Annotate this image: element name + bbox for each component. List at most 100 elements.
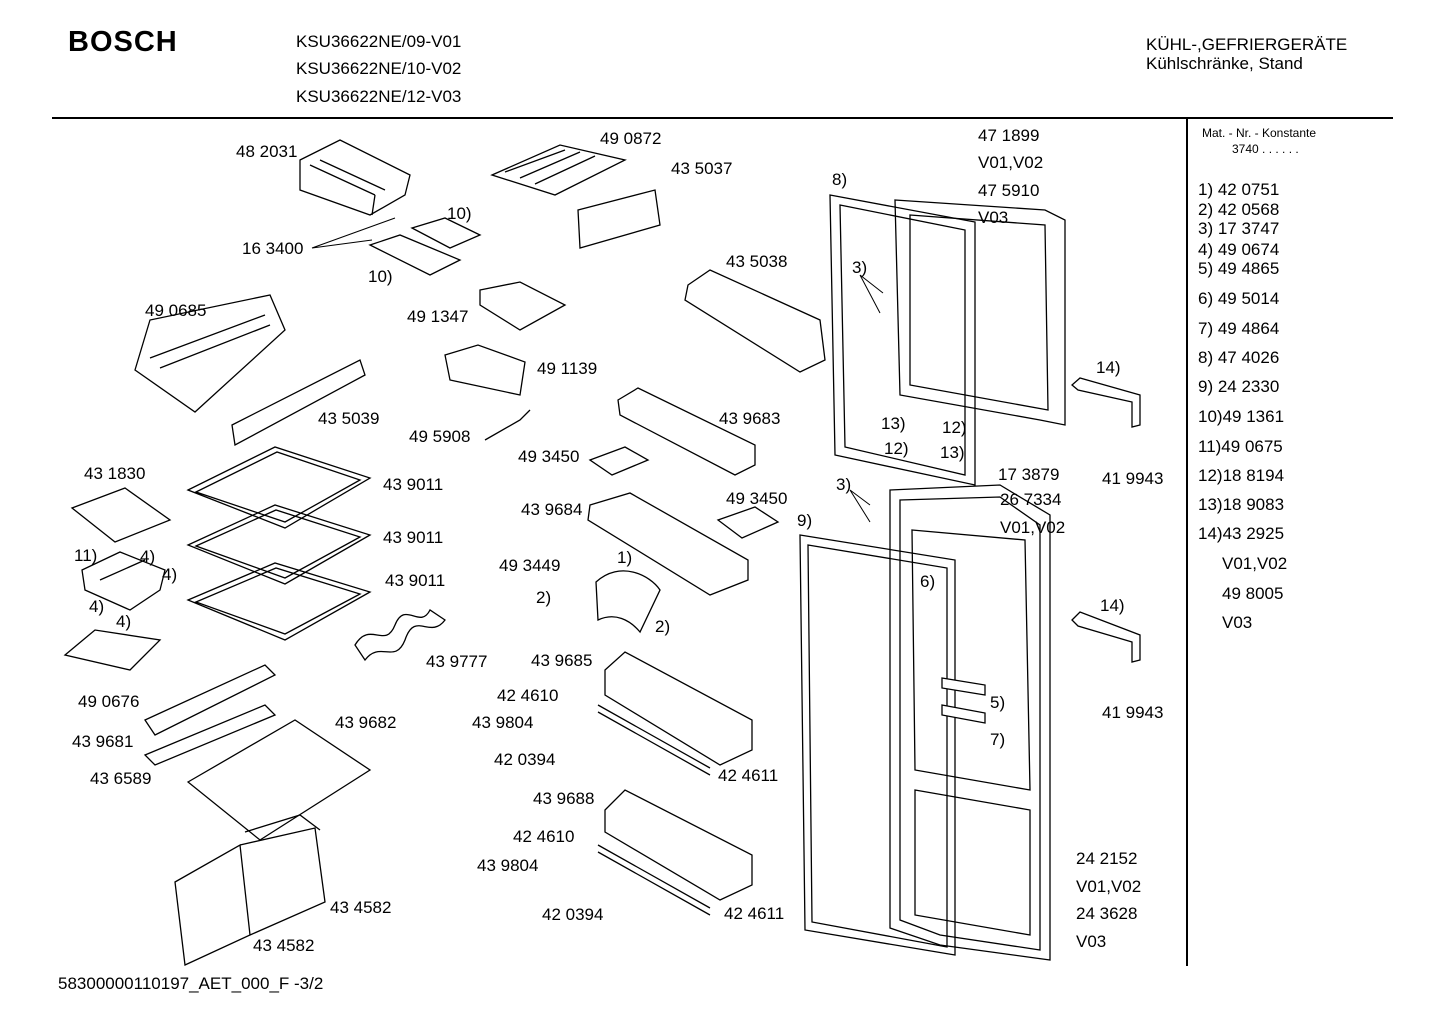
part-callout: V03 — [1076, 932, 1107, 951]
part-number-item: 13)18 9083 — [1198, 495, 1285, 514]
part-callout: 43 9684 — [521, 500, 583, 519]
crisper-rail — [143, 664, 277, 766]
part-callout: 43 9804 — [477, 856, 539, 875]
part-callout: 43 4582 — [253, 936, 315, 955]
model-number: KSU36622NE/10-V02 — [296, 59, 462, 78]
header-divider — [52, 117, 1393, 119]
part-callout: 42 4610 — [497, 686, 559, 705]
part-callout: 17 3879 — [998, 465, 1060, 484]
freezer-gasket — [829, 194, 976, 486]
part-number-item: 8) 47 4026 — [1198, 348, 1280, 367]
part-callout: 43 9685 — [531, 651, 593, 670]
part-callout: 43 5037 — [671, 159, 733, 178]
part-callout: 42 4610 — [513, 827, 575, 846]
small-tray — [479, 281, 567, 331]
part-callout: V01,V02 — [1000, 518, 1066, 537]
part-callout: V03 — [978, 208, 1009, 227]
fridge-gasket — [799, 534, 956, 956]
bottle-shelf — [617, 387, 756, 476]
cover-flap — [595, 570, 661, 634]
part-callout: 49 3450 — [518, 447, 580, 466]
part-callout: 49 1347 — [407, 307, 469, 326]
part-callout: 11) — [74, 546, 98, 565]
bottle-rack — [354, 609, 446, 662]
part-callout: 49 5908 — [409, 427, 471, 446]
part-number-item: V03 — [1222, 613, 1253, 632]
crisper-cover — [186, 719, 372, 841]
part-callout: 43 9683 — [719, 409, 781, 428]
part-callout: 43 4582 — [330, 898, 392, 917]
cover-panel — [577, 189, 661, 249]
part-callout: 24 2152 — [1076, 849, 1138, 868]
category-title: KÜHL-,GEFRIERGERÄTE — [1146, 35, 1348, 54]
part-number-item: 49 8005 — [1222, 584, 1284, 603]
part-callout: 4) — [162, 565, 178, 584]
part-callout: 16 3400 — [242, 239, 304, 258]
part-callout: 41 9943 — [1102, 703, 1164, 722]
part-callout: 43 9011 — [385, 571, 446, 590]
part-callout: V01,V02 — [978, 153, 1044, 172]
part-number-item: 6) 49 5014 — [1198, 289, 1280, 308]
egg-tray — [588, 446, 780, 539]
part-callout: 14) — [1100, 596, 1125, 615]
part-callout: 49 1139 — [537, 359, 598, 378]
grid-insert — [81, 551, 166, 611]
ice-tray-holder — [299, 139, 411, 216]
part-callout: 42 4611 — [718, 766, 779, 785]
part-callout: 6) — [920, 572, 936, 591]
part-callout: 48 2031 — [236, 142, 298, 161]
part-number-item: 1) 42 0751 — [1198, 180, 1280, 199]
part-callout: 4) — [140, 547, 156, 566]
small-box — [444, 344, 526, 396]
part-callout: 43 9804 — [472, 713, 534, 732]
part-callout: 43 9011 — [383, 528, 444, 547]
part-number-item: 14)43 2925 — [1198, 524, 1285, 543]
part-number-item: 7) 49 4864 — [1198, 319, 1280, 338]
part-callout: 43 6589 — [90, 769, 152, 788]
part-number-item: 2) 42 0568 — [1198, 200, 1280, 219]
part-callout: 42 0394 — [542, 905, 604, 924]
part-number-item: 3) 17 3747 — [1198, 219, 1280, 238]
part-callout: 49 3450 — [726, 489, 788, 508]
freezer-drawer — [134, 294, 286, 413]
leader-lines — [311, 217, 884, 523]
part-callout: 49 0872 — [600, 129, 662, 148]
part-callout: 4) — [116, 612, 132, 631]
part-callout: 41 9943 — [1102, 469, 1164, 488]
tray — [63, 487, 172, 671]
part-callout: 10) — [368, 267, 393, 286]
part-callout: 2) — [536, 588, 552, 607]
part-callout: 2) — [655, 617, 671, 636]
part-number-item: 9) 24 2330 — [1198, 377, 1280, 396]
part-callout: 26 7334 — [1000, 490, 1062, 509]
crisper-box — [174, 814, 326, 966]
brand-logo: BOSCH — [68, 26, 178, 58]
part-number-item: 12)18 8194 — [1198, 466, 1285, 485]
fridge-door — [889, 484, 1051, 961]
part-callout: 24 3628 — [1076, 904, 1138, 923]
sidebar-divider — [1186, 118, 1188, 966]
bracket — [484, 409, 531, 441]
part-number-item: 10)49 1361 — [1198, 407, 1285, 426]
part-callout: 4) — [89, 597, 105, 616]
part-number-item: 4) 49 0674 — [1198, 240, 1280, 259]
part-callout: 5) — [990, 693, 1006, 712]
part-callout: 12) — [884, 439, 909, 458]
document-id: 58300000110197_AET_000_F -3/2 — [58, 974, 324, 993]
door-bin — [587, 492, 749, 596]
bin-strip — [597, 704, 711, 916]
model-number: KSU36622NE/12-V03 — [296, 87, 462, 106]
part-callout: 43 9011 — [383, 475, 444, 494]
drawer-front — [231, 359, 366, 447]
subcategory-title: Kühlschränke, Stand — [1146, 54, 1303, 73]
part-callout: 49 3449 — [499, 556, 561, 575]
part-callout: 43 9682 — [335, 713, 397, 732]
part-callout: 43 1830 — [84, 464, 146, 483]
door-bin-lower — [604, 651, 753, 901]
part-callout: 47 5910 — [978, 181, 1040, 200]
part-callout: V01,V02 — [1076, 877, 1142, 896]
freezer-door — [894, 199, 1066, 426]
part-number-item: V01,V02 — [1222, 554, 1288, 573]
part-callout: 3) — [852, 258, 868, 277]
